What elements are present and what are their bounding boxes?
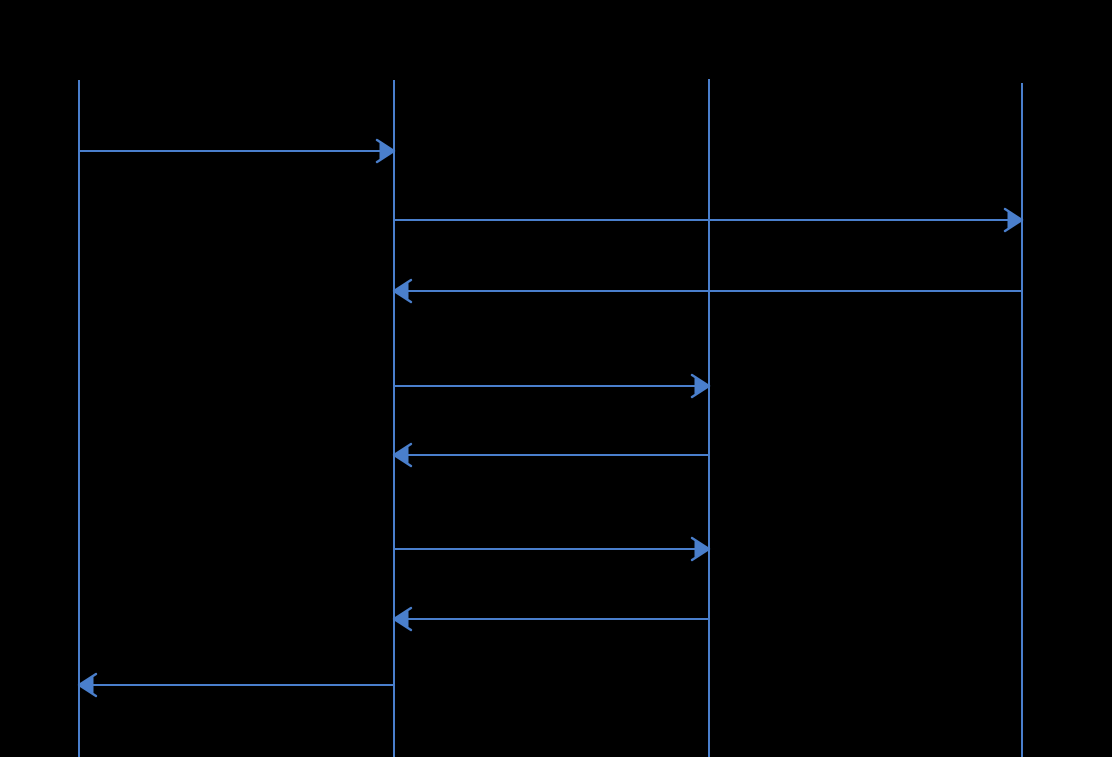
arrow-head-5 — [392, 442, 413, 468]
arrow-head-6 — [690, 536, 711, 562]
message-8[interactable] — [77, 672, 394, 698]
message-3[interactable] — [392, 278, 1022, 304]
arrow-head-fill-2 — [1007, 211, 1022, 229]
arrow-head-2 — [1003, 207, 1024, 233]
arrow-head-1 — [375, 138, 396, 164]
message-5[interactable] — [392, 442, 709, 468]
arrow-head-fill-7 — [394, 610, 409, 628]
arrow-head-7 — [392, 606, 413, 632]
message-2[interactable] — [394, 207, 1024, 233]
message-6[interactable] — [394, 536, 711, 562]
arrow-head-8 — [77, 672, 98, 698]
message-7[interactable] — [392, 606, 709, 632]
arrow-head-3 — [392, 278, 413, 304]
arrow-head-fill-4 — [694, 377, 709, 395]
arrow-head-fill-5 — [394, 446, 409, 464]
arrow-head-4 — [690, 373, 711, 399]
messages-group — [77, 138, 1024, 698]
arrow-head-fill-8 — [79, 676, 94, 694]
arrow-head-fill-3 — [394, 282, 409, 300]
lifelines-group — [77, 79, 1024, 757]
message-1[interactable] — [79, 138, 396, 164]
arrow-head-fill-6 — [694, 540, 709, 558]
message-4[interactable] — [394, 373, 711, 399]
arrow-head-fill-1 — [379, 142, 394, 160]
